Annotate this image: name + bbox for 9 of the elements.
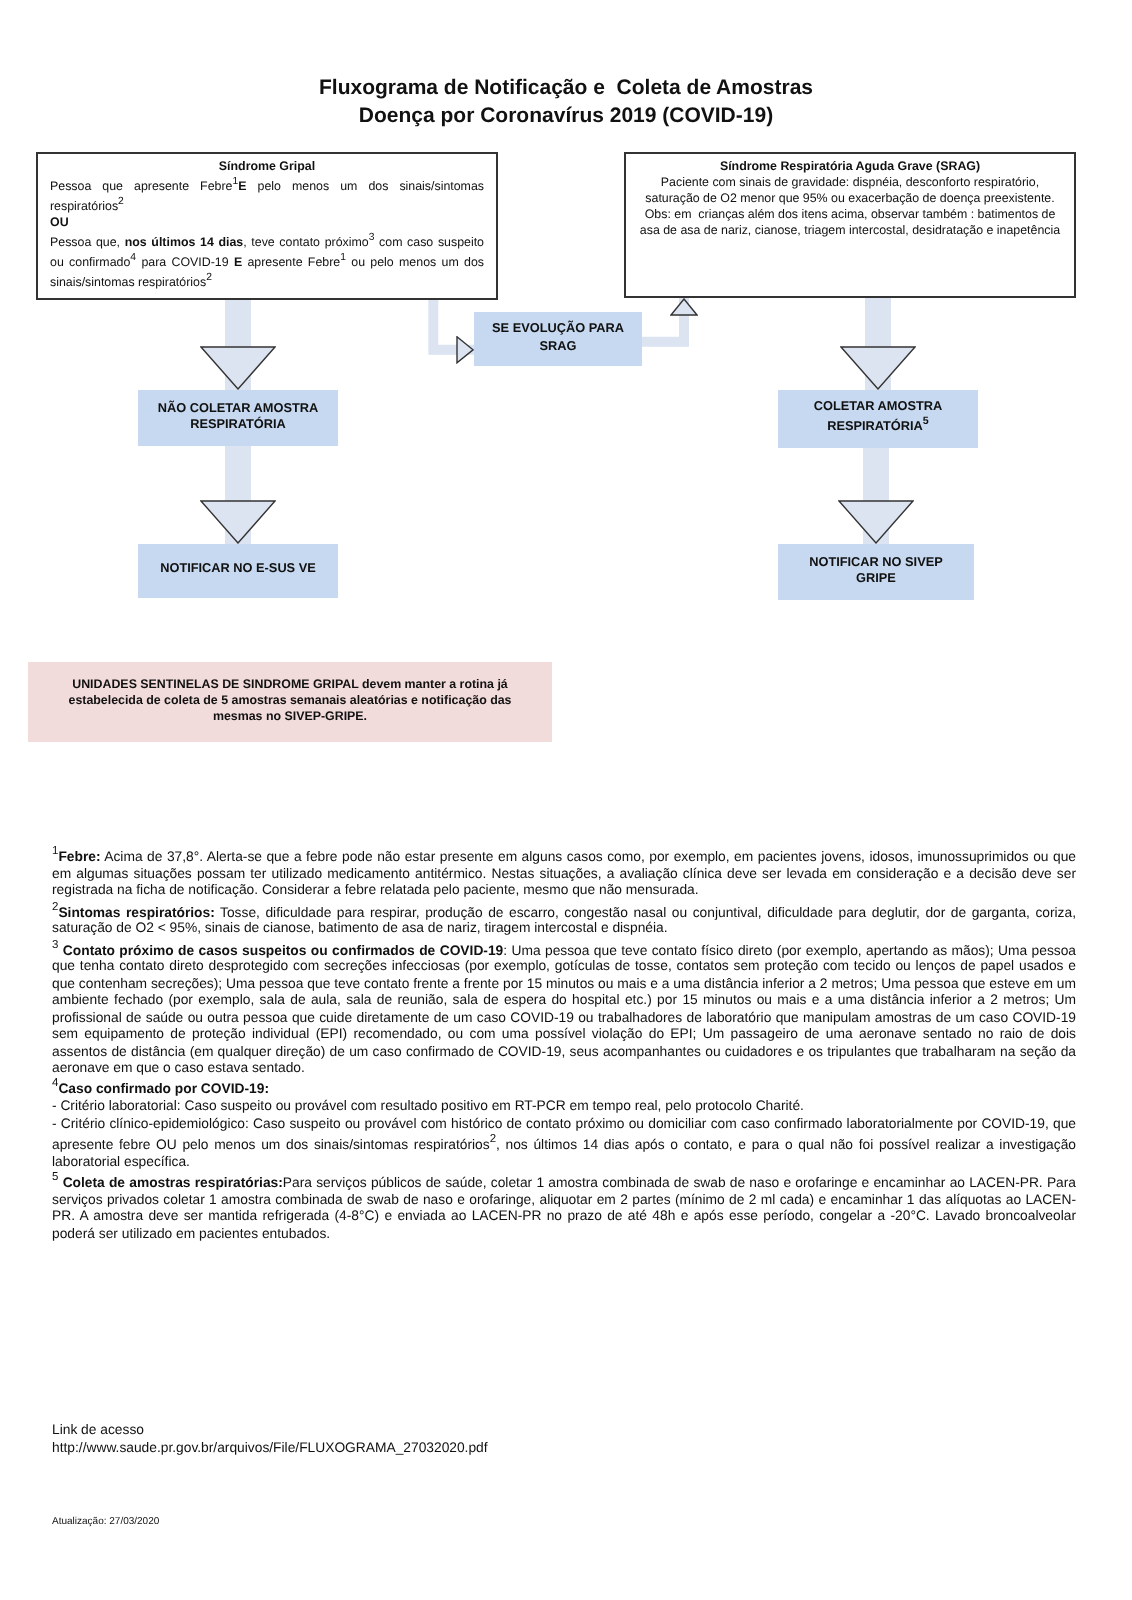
process-box — [624, 152, 1076, 298]
block-arrow — [838, 448, 914, 544]
block-arrow — [840, 298, 916, 390]
block-arrow — [200, 446, 276, 544]
block-arrow — [200, 298, 276, 390]
process-box — [36, 152, 498, 300]
bent-arrow — [428, 298, 474, 364]
title: Fluxograma de Notificação e Coleta de Amostras Doença por Coronavírus 2019 (COVID-19) — [316, 76, 815, 131]
bent-arrow — [642, 298, 698, 347]
